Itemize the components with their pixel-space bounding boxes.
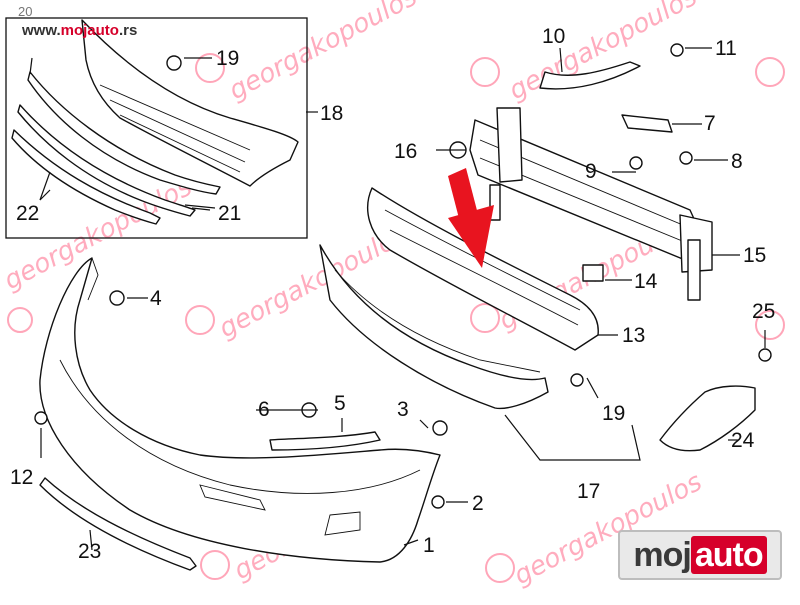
callout-10: 10 — [542, 25, 565, 48]
callout-21: 21 — [218, 202, 241, 225]
callout-2: 2 — [472, 492, 484, 515]
callout-3: 3 — [397, 398, 409, 421]
fasteners — [34, 43, 772, 509]
url-suffix: .rs — [118, 22, 138, 39]
callout-22: 22 — [16, 202, 39, 225]
callout-14: 14 — [634, 270, 658, 293]
callout-19-top: 19 — [216, 47, 239, 70]
grille-assembly — [11, 19, 299, 225]
callout-labels: 1 2 3 4 5 6 7 8 9 10 11 12 13 14 15 16 1… — [10, 25, 775, 563]
url-prefix: www. — [22, 22, 61, 39]
bumper-cover — [39, 257, 441, 563]
corner-mark: 20 — [18, 4, 33, 19]
callout-17: 17 — [577, 480, 600, 503]
callout-4: 4 — [150, 287, 162, 310]
lower-grille — [319, 244, 549, 410]
url-brand: mojauto — [60, 22, 119, 39]
logo-right: auto — [690, 536, 767, 574]
callout-17-bracket — [504, 414, 641, 461]
fog-lamp-bezel — [659, 385, 756, 452]
clip — [582, 264, 604, 282]
callout-12: 12 — [10, 466, 33, 489]
logo-left: moj — [633, 536, 691, 574]
lower-strip — [39, 477, 197, 571]
site-url[interactable]: www.mojauto.rs — [22, 22, 137, 39]
callout-13: 13 — [622, 324, 645, 347]
inset-box — [5, 17, 308, 239]
watermark-seals — [7, 53, 785, 583]
callout-8: 8 — [731, 150, 743, 173]
molding-strip — [269, 431, 381, 451]
small-bracket — [621, 114, 673, 133]
callout-11: 11 — [715, 37, 737, 60]
bracket — [539, 61, 641, 90]
callout-24: 24 — [731, 429, 755, 452]
callout-16: 16 — [394, 140, 417, 163]
arrow-head — [448, 205, 494, 268]
watermark-text: georgakopoulos — [224, 0, 422, 106]
callout-5: 5 — [334, 392, 346, 415]
callout-15: 15 — [743, 244, 766, 267]
callout-23: 23 — [78, 540, 101, 563]
callout-9: 9 — [585, 160, 597, 183]
callout-18: 18 — [320, 102, 343, 125]
leader-lines — [39, 47, 766, 551]
callout-25: 25 — [752, 300, 775, 323]
highlight-arrow — [448, 168, 494, 268]
callout-19-mid: 19 — [602, 402, 625, 425]
callout-1: 1 — [423, 534, 435, 557]
callout-7: 7 — [704, 112, 716, 135]
callout-6: 6 — [258, 398, 270, 421]
